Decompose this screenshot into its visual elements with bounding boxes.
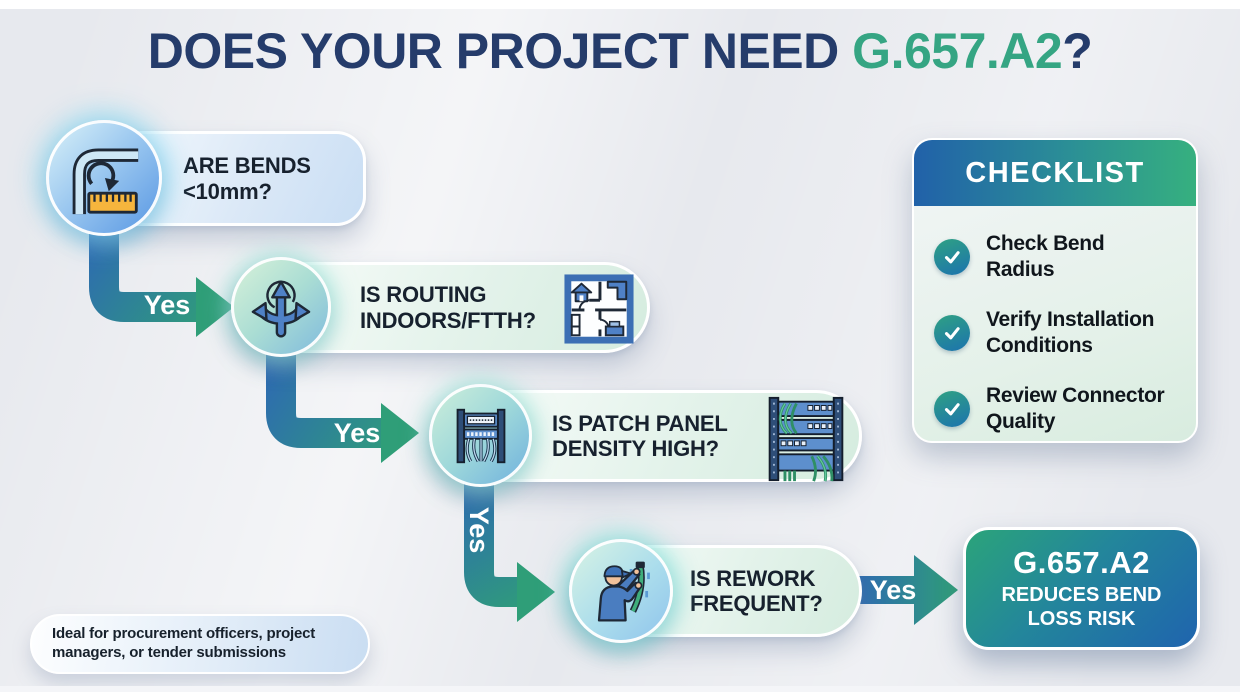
result-headline: G.657.A2 (1013, 545, 1150, 581)
step-question-line: ARE BENDS (183, 153, 311, 179)
footnote-text: Ideal for procurement officers, project … (52, 625, 316, 661)
yes-label-1: Yes (143, 290, 191, 320)
result-line: REDUCES BEND (1001, 584, 1162, 607)
bend-radius-ruler-icon (72, 148, 139, 215)
step-question-line: <10mm? (183, 178, 272, 204)
step-question-line: IS PATCH PANEL (552, 410, 728, 436)
page-title: DOES YOUR PROJECT NEED G.657.A2? (0, 22, 1240, 80)
result-box: G.657.A2 REDUCES BEND LOSS RISK (963, 527, 1200, 650)
step-question-line: IS ROUTING (360, 282, 487, 308)
checklist-title: CHECKLIST (965, 156, 1145, 189)
check-circle-icon (934, 314, 970, 351)
top-border (0, 0, 1240, 9)
step-question-line: IS REWORK (690, 565, 816, 591)
checklist-item-label: Review Connector Quality (986, 384, 1165, 434)
technician-icon (597, 561, 650, 622)
checklist-item: Verify Installation Conditions (934, 307, 1178, 358)
step-1-question: ARE BENDS <10mm? (183, 153, 363, 203)
checklist-item-label: Check Bend Radius (986, 232, 1105, 281)
title-question-mark: ? (1062, 23, 1093, 79)
yes-label-4: Yes (869, 575, 917, 605)
step-3-icon-badge (429, 384, 532, 487)
connector-arrow-4 (856, 555, 958, 625)
checklist-item: Review Connector Quality (934, 383, 1178, 434)
step-2-icon-badge (231, 257, 331, 357)
connector-arrow-1 (89, 216, 234, 337)
step-4-icon-badge (569, 539, 673, 643)
cable-rack-icon (761, 394, 851, 484)
patch-panel-icon (456, 408, 505, 463)
step-4-question: IS REWORK FREQUENT? (690, 566, 859, 616)
result-line: LOSS RISK (1027, 608, 1136, 630)
check-circle-icon (934, 238, 970, 275)
checklist-item-label: Verify Installation Conditions (986, 308, 1155, 357)
connector-arrow-2 (266, 345, 419, 463)
step-question-line: FREQUENT? (690, 591, 823, 616)
floor-plan-icon (561, 271, 637, 347)
step-question-line: DENSITY HIGH? (552, 436, 719, 461)
checklist-panel: CHECKLIST Check Bend Radius Verify Insta… (912, 138, 1198, 443)
step-1-icon-badge (46, 120, 162, 236)
check-circle-icon (934, 391, 970, 428)
title-highlight: G.657.A2 (852, 23, 1063, 79)
step-3-question: IS PATCH PANEL DENSITY HIGH? (552, 411, 859, 461)
bottom-border (0, 686, 1240, 692)
step-2-question: IS ROUTING INDOORS/FTTH? (360, 282, 647, 332)
yes-label-3: Yes (464, 506, 495, 554)
footnote-pill: Ideal for procurement officers, project … (30, 614, 370, 674)
connector-arrow-3 (464, 472, 555, 622)
checklist-header: CHECKLIST (914, 140, 1196, 206)
step-question-line: INDOORS/FTTH? (360, 307, 536, 333)
checklist-item: Check Bend Radius (934, 231, 1178, 282)
yes-label-2: Yes (333, 418, 381, 448)
branching-arrows-icon (251, 280, 311, 338)
title-text: DOES YOUR PROJECT NEED (147, 23, 853, 79)
checklist-body: Check Bend Radius Verify Installation Co… (914, 206, 1196, 435)
result-subline: REDUCES BEND LOSS RISK (1001, 584, 1161, 631)
